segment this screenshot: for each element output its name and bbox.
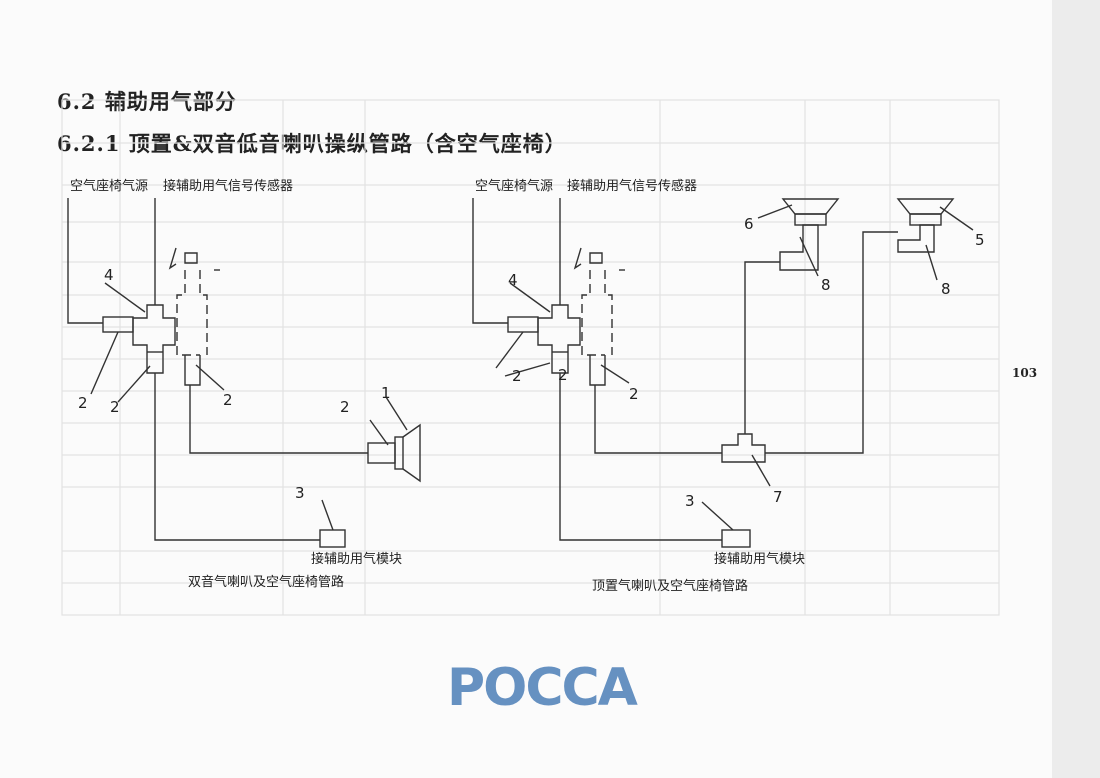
- callout-8: 8: [821, 276, 831, 294]
- callout-7: 7: [773, 488, 783, 506]
- page-number: 103: [1012, 366, 1038, 380]
- watermark-logo: POCCA: [447, 658, 640, 718]
- module-3: [319, 529, 346, 548]
- callout-4: 4: [508, 271, 518, 289]
- callout-3: 3: [295, 484, 305, 502]
- cross-fitting-4: [132, 304, 176, 374]
- air-seat-source-label: 空气座椅气源: [70, 178, 148, 194]
- callout-4: 4: [104, 266, 114, 284]
- coupler-2: [102, 316, 134, 333]
- horn-5: [896, 198, 955, 215]
- elbow-8: [897, 224, 935, 253]
- sensor-label: 接辅助用气信号传感器: [567, 178, 697, 194]
- callout-2: 2: [558, 366, 568, 384]
- air-seat-source-label: 空气座椅气源: [475, 178, 553, 194]
- section-title: 6.2 辅助用气部分: [57, 89, 237, 114]
- watermark-text: POCCA: [447, 658, 638, 718]
- callout-2: 2: [78, 394, 88, 412]
- right-caption: 顶置气喇叭及空气座椅管路: [592, 578, 748, 594]
- left-diagram: 空气座椅气源 接辅助用气信号传感器 4 2 2 2 2 1 3 接辅助用气模块 …: [67, 178, 421, 590]
- scan-edge: [1052, 0, 1100, 778]
- horn-1: [402, 423, 421, 483]
- tee-fitting-7: [721, 433, 766, 463]
- bleed-through-grid: [61, 99, 1000, 616]
- callout-8: 8: [941, 280, 951, 298]
- document-page: [0, 0, 1052, 778]
- callout-1: 1: [381, 384, 391, 402]
- callout-3: 3: [685, 492, 695, 510]
- right-diagram: 空气座椅气源 接辅助用气信号传感器 2 2: [472, 178, 985, 594]
- callout-2: 2: [340, 398, 350, 416]
- callout-2: 2: [223, 391, 233, 409]
- callout-2: 2: [110, 398, 120, 416]
- module-label: 接辅助用气模块: [714, 551, 805, 567]
- horn-6: [781, 198, 840, 215]
- callout-2: 2: [629, 385, 639, 403]
- module-3: [721, 529, 751, 548]
- callout-5: 5: [975, 231, 985, 249]
- callout-2: 2: [512, 367, 522, 385]
- sensor-label: 接辅助用气信号传感器: [163, 178, 293, 194]
- left-caption: 双音气喇叭及空气座椅管路: [188, 574, 344, 590]
- module-label: 接辅助用气模块: [311, 551, 402, 567]
- callout-6: 6: [744, 215, 754, 233]
